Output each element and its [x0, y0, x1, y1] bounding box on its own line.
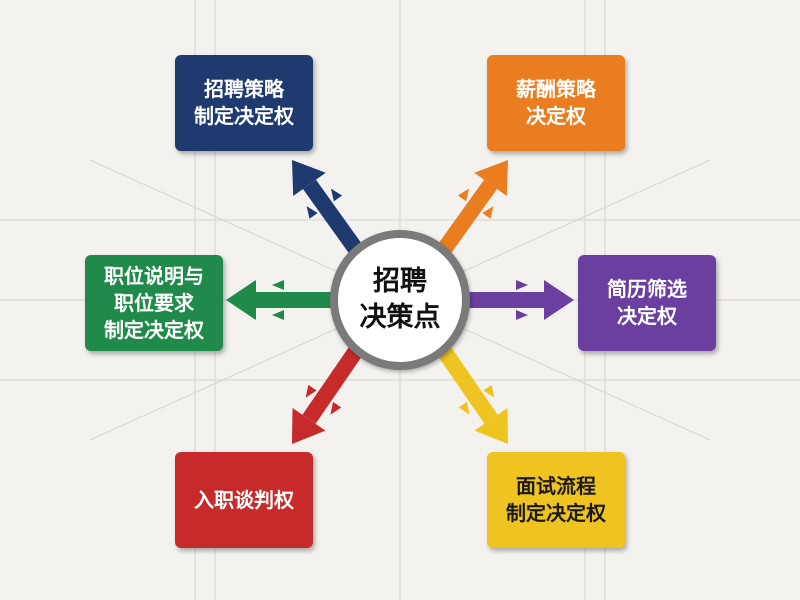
arrow-barb-salary — [457, 188, 470, 202]
node-text: 决定权 — [526, 104, 586, 128]
arrow-barb-interview — [483, 384, 495, 398]
node-text: 制定决定权 — [104, 317, 204, 342]
node-text: 招聘策略 — [204, 77, 284, 101]
node-text: 决定权 — [617, 304, 677, 328]
node-text: 制定决定权 — [506, 501, 606, 525]
node-text: 简历筛选 — [607, 277, 687, 301]
arrow-barb-onboard — [330, 401, 342, 415]
node-text: 入职谈判权 — [194, 487, 294, 512]
arrow-head-job — [226, 280, 256, 320]
arrow-barb-resume — [516, 310, 528, 320]
center-text: 招聘 — [373, 266, 427, 297]
arrow-barb-resume — [516, 280, 528, 290]
arrow-barb-strategy — [306, 206, 318, 219]
arrow-barb-job — [272, 310, 284, 320]
center-text: 决策点 — [359, 302, 441, 333]
node-text: 职位说明与 — [104, 263, 204, 288]
node-job: 职位说明与 职位要求 制定决定权 — [85, 255, 223, 351]
arrow-head-strategy — [292, 160, 326, 197]
arrow-barb-salary — [482, 206, 494, 219]
arrow-head-resume — [544, 280, 574, 320]
arrow-barb-interview — [458, 401, 470, 415]
arrow-head-onboard — [292, 407, 326, 444]
arrow-head-interview — [474, 407, 508, 444]
arrow-shaft-strategy — [302, 179, 367, 260]
node-resume: 简历筛选 决定权 — [578, 255, 716, 351]
node-text: 制定决定权 — [194, 104, 294, 128]
arrow-shaft-onboard — [302, 340, 367, 424]
node-salary: 薪酬策略 决定权 — [487, 55, 625, 151]
node-text: 职位要求 — [114, 290, 194, 315]
arrow-barb-onboard — [305, 384, 317, 398]
node-text: 薪酬策略 — [516, 77, 596, 101]
node-text: 面试流程 — [516, 474, 596, 498]
arrow-head-salary — [474, 160, 508, 197]
node-onboard: 入职谈判权 — [175, 452, 313, 548]
center-hub: 招聘 决策点 — [330, 230, 470, 370]
node-strategy: 招聘策略 制定决定权 — [175, 55, 313, 151]
arrow-shaft-salary — [433, 179, 498, 260]
arrow-barb-strategy — [330, 188, 343, 202]
arrow-shaft-interview — [433, 340, 498, 424]
node-interview: 面试流程 制定决定权 — [487, 452, 625, 548]
arrow-barb-job — [272, 280, 284, 290]
